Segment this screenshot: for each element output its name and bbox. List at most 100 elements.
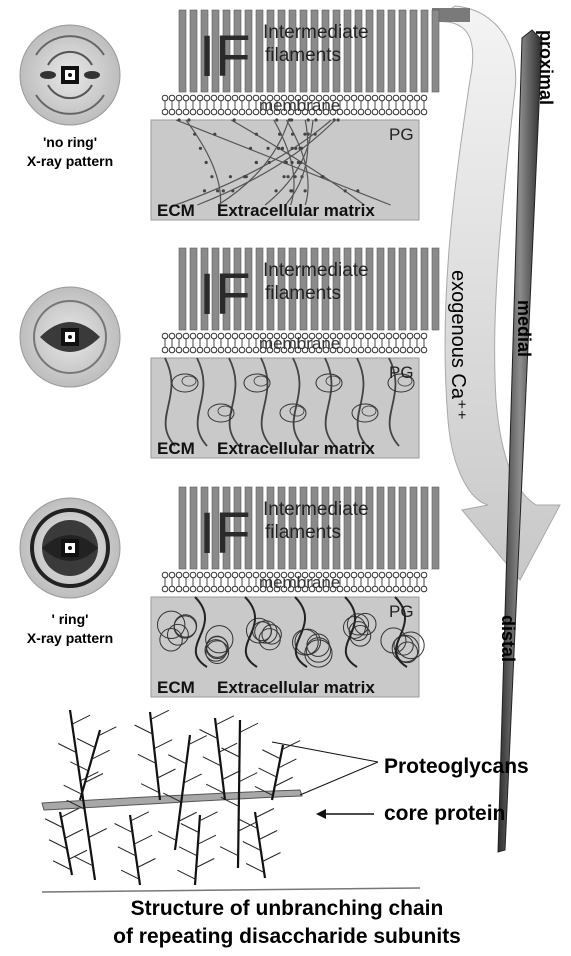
proteoglycan-stem <box>255 812 265 878</box>
glycosaminoglycan-branch <box>246 864 264 873</box>
hair-label-medial: medial <box>514 300 534 357</box>
glycosaminoglycan-branch <box>223 771 241 780</box>
if-text-line1: Intermediate <box>263 499 369 520</box>
proteoglycan-stem <box>175 735 190 850</box>
ecm-label: ECM <box>157 439 195 458</box>
glycosaminoglycan-branch <box>58 744 76 753</box>
xray-pattern-intermediate-icon <box>20 287 120 387</box>
glycosaminoglycan-branch <box>184 774 202 783</box>
core-protein-arrowhead <box>316 809 326 819</box>
glycosaminoglycan-branch <box>134 835 152 844</box>
xray-pattern-no-ring-icon <box>20 25 120 125</box>
glycosaminoglycan-branch <box>168 755 186 764</box>
membrane-label: membrane <box>259 96 340 115</box>
xray-caption-ring-line1: ' ring' <box>52 611 89 627</box>
glycosaminoglycan-branch <box>189 736 207 745</box>
hair-label-distal: distal <box>498 615 518 662</box>
proteoglycan-stem <box>130 815 140 885</box>
glycosaminoglycan-branch <box>115 824 133 833</box>
proteoglycan-stem <box>238 720 240 868</box>
pg-label: PG <box>389 363 414 382</box>
if-label: IF <box>199 24 251 89</box>
glycosaminoglycan-branch <box>154 740 172 749</box>
glycosaminoglycan-branch <box>75 857 93 866</box>
pg-label: PG <box>389 602 414 621</box>
glycosaminoglycan-branch <box>131 812 149 821</box>
if-text-line1: Intermediate <box>263 22 369 43</box>
proteoglycan-stem <box>150 712 160 800</box>
if-text-line2: filaments <box>265 45 341 66</box>
xray-caption-no-ring-line1: 'no ring' <box>43 134 97 150</box>
glycosaminoglycan-branch <box>259 768 277 777</box>
substrate-line <box>42 888 420 892</box>
if-text-line2: filaments <box>265 522 341 543</box>
glycosaminoglycan-branch <box>222 748 240 757</box>
core-protein-label: core protein <box>384 802 505 825</box>
membrane-label: membrane <box>259 334 340 353</box>
proteoglycans-pointer-1 <box>272 742 378 762</box>
calcium-arrow-label: exogenous Ca⁺⁺ <box>447 270 469 420</box>
glycosaminoglycan-branch <box>196 859 214 868</box>
matrix-label: Extracellular matrix <box>217 201 375 220</box>
glycosaminoglycan-branch <box>135 725 153 734</box>
glycosaminoglycan-branch <box>118 847 136 856</box>
glycosaminoglycan-branch <box>138 859 156 868</box>
glycosaminoglycan-branch <box>239 773 257 782</box>
ecm-label: ECM <box>157 678 195 697</box>
glycosaminoglycan-branch <box>278 759 296 768</box>
glycosaminoglycan-branch <box>240 723 258 732</box>
glycosaminoglycan-branch <box>206 784 224 793</box>
glycosaminoglycan-branch <box>64 785 82 794</box>
if-text-line2: filaments <box>265 283 341 304</box>
xray-caption-ring-line2: X-ray pattern <box>27 630 113 646</box>
ecm-panel-no-ring: IF Intermediatefilaments membranePG ECM Extr… <box>151 10 439 220</box>
glycosaminoglycan-branch <box>256 809 274 818</box>
glycosaminoglycan-branch <box>263 853 281 862</box>
membrane-label: membrane <box>259 573 340 592</box>
xray-pattern-ring-icon <box>20 498 120 598</box>
glycosaminoglycan-branch <box>61 808 79 817</box>
proteoglycan-stem <box>195 815 200 885</box>
glycosaminoglycan-branch <box>53 861 71 870</box>
glycosaminoglycan-branch <box>275 777 293 786</box>
glycosaminoglycan-branch <box>220 847 238 856</box>
matrix-label: Extracellular matrix <box>217 678 375 697</box>
glycosaminoglycan-branch <box>243 842 261 851</box>
glycosaminoglycan-branch <box>203 757 221 766</box>
glycosaminoglycan-branch <box>80 772 98 781</box>
pg-label: PG <box>389 125 414 144</box>
glycosaminoglycan-branch <box>77 739 95 748</box>
glycosaminoglycan-branch <box>72 715 90 724</box>
glycosaminoglycan-branch <box>181 824 199 833</box>
glycosaminoglycan-branch <box>200 730 218 739</box>
matrix-label: Extracellular matrix <box>217 439 375 458</box>
glycosaminoglycan-branch <box>240 820 258 829</box>
glycosaminoglycan-branch <box>259 831 277 840</box>
glycosaminoglycan-branch <box>141 784 159 793</box>
ecm-label: ECM <box>157 201 195 220</box>
caption-line2: of repeating disaccharide subunits <box>113 925 461 948</box>
glycosaminoglycan-branch <box>151 710 169 719</box>
glycosaminoglycan-branch <box>49 840 67 849</box>
glycosaminoglycan-branch <box>179 847 197 856</box>
xray-caption-no-ring-line2: X-ray pattern <box>27 153 113 169</box>
glycosaminoglycan-branch <box>158 769 176 778</box>
proteoglycans-pointer-2 <box>300 762 378 795</box>
hair-label-proximal: proximal <box>536 30 556 105</box>
if-label: IF <box>199 262 251 327</box>
glycosaminoglycan-branch <box>216 716 234 725</box>
glycosaminoglycan-branch <box>177 870 195 879</box>
proteoglycan-stem <box>80 730 100 800</box>
if-label: IF <box>199 501 251 566</box>
glycosaminoglycan-branch <box>121 870 139 879</box>
caption-line1: Structure of unbranching chain <box>131 897 444 920</box>
glycosaminoglycan-branch <box>65 829 83 838</box>
glycosaminoglycan-branch <box>262 750 280 759</box>
glycosaminoglycan-branch <box>45 819 63 828</box>
glycosaminoglycan-branch <box>179 812 197 821</box>
glycosaminoglycan-branch <box>198 835 216 844</box>
glycosaminoglycan-branch <box>200 812 218 821</box>
